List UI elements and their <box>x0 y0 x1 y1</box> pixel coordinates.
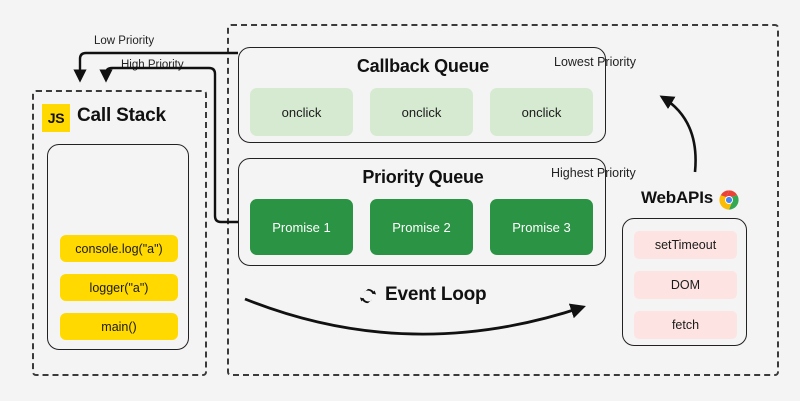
priority-queue-item[interactable]: Promise 3 <box>490 199 593 255</box>
chrome-logo-icon <box>719 190 739 210</box>
webapi-item[interactable]: DOM <box>634 271 737 299</box>
js-logo-icon: JS <box>42 104 70 132</box>
webapi-item[interactable]: setTimeout <box>634 231 737 259</box>
call-stack-title: Call Stack <box>77 105 166 126</box>
highest-priority-label: Highest Priority <box>551 166 636 180</box>
call-stack-frame[interactable]: main() <box>60 313 178 340</box>
webapi-item[interactable]: fetch <box>634 311 737 339</box>
priority-queue-item[interactable]: Promise 1 <box>250 199 353 255</box>
callback-queue-item[interactable]: onclick <box>250 88 353 136</box>
callback-queue-title: Callback Queue <box>356 56 490 76</box>
call-stack-panel: console.log("a") logger("a") main() <box>47 144 189 350</box>
lowest-priority-label: Lowest Priority <box>554 55 636 69</box>
priority-queue-item[interactable]: Promise 2 <box>370 199 473 255</box>
call-stack-frame[interactable]: logger("a") <box>60 274 178 301</box>
webapis-panel: setTimeout DOM fetch <box>622 218 747 346</box>
event-loop-label: Event Loop <box>385 284 487 305</box>
low-priority-arrow-label: Low Priority <box>94 35 155 47</box>
sync-refresh-icon <box>359 288 377 304</box>
priority-queue-title: Priority Queue <box>362 167 484 187</box>
callback-queue-item[interactable]: onclick <box>370 88 473 136</box>
priority-queue-panel: Priority Queue Promise 1 Promise 2 Promi… <box>238 158 606 266</box>
webapis-title: WebAPIs <box>641 188 713 207</box>
callback-queue-item[interactable]: onclick <box>490 88 593 136</box>
callback-queue-panel: Callback Queue onclick onclick onclick <box>238 47 606 143</box>
call-stack-frame[interactable]: console.log("a") <box>60 235 178 262</box>
high-priority-arrow-label: High Priority <box>121 59 184 71</box>
